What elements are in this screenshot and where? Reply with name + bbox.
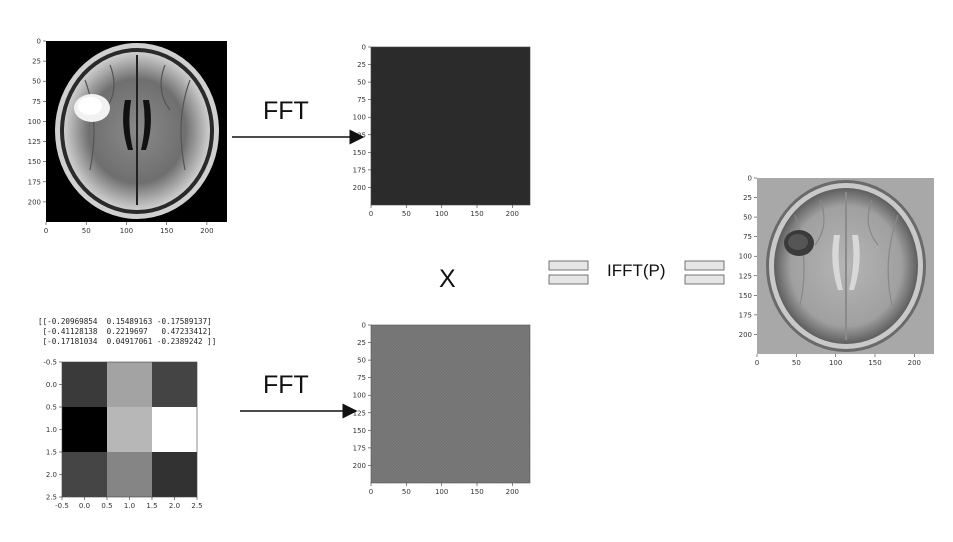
y-tick-label: 175 [28, 178, 41, 186]
x-tick-label: 2.0 [169, 502, 180, 510]
x-tick-label: 0 [755, 359, 759, 367]
x-tick-label: 50 [82, 227, 91, 235]
kernel-cell [62, 407, 107, 452]
y-tick-label: 50 [357, 357, 366, 365]
fft-kernel-panel [370, 324, 531, 484]
x-tick-label: 100 [435, 488, 448, 496]
fft-kernel-axes: 0 50 100 150 200 0 25 50 75 100 125 150 175 200 [353, 322, 519, 497]
x-tick-label: 150 [868, 359, 881, 367]
y-tick-label: 175 [739, 311, 752, 319]
y-tick-label: 200 [739, 331, 752, 339]
fft-top-label: FFT [263, 97, 309, 125]
y-tick-label: 150 [28, 158, 41, 166]
y-tick-label: 150 [353, 427, 366, 435]
kernel-cell [152, 362, 197, 407]
y-tick-label: 2.0 [46, 471, 57, 479]
x-tick-label: 200 [506, 488, 519, 496]
y-tick-label: 0 [362, 322, 366, 330]
x-tick-label: 200 [200, 227, 213, 235]
y-tick-label: 75 [32, 98, 41, 106]
kernel-cell [107, 407, 152, 452]
x-tick-label: 50 [402, 488, 411, 496]
y-tick-label: 75 [357, 374, 366, 382]
x-tick-label: 0.5 [101, 502, 112, 510]
y-tick-label: 150 [739, 292, 752, 300]
y-tick-label: 25 [32, 58, 41, 66]
y-tick-label: 0 [37, 38, 41, 46]
y-tick-label: 25 [357, 339, 366, 347]
x-tick-label: 200 [506, 210, 519, 218]
x-tick-label: 0 [44, 227, 48, 235]
y-tick-label: 200 [28, 198, 41, 206]
y-tick-label: 125 [353, 131, 366, 139]
fft-image-panel [370, 46, 531, 206]
y-tick-label: 75 [743, 233, 752, 241]
y-tick-label: 2.5 [46, 494, 57, 502]
y-tick-label: 1.5 [46, 449, 57, 457]
y-tick-label: 100 [28, 118, 41, 126]
x-tick-label: 0.0 [79, 502, 90, 510]
y-tick-label: 125 [28, 138, 41, 146]
y-tick-label: 100 [353, 392, 366, 400]
brain-output-image [757, 178, 934, 354]
y-tick-label: 0.0 [46, 381, 57, 389]
kernel-cell [107, 362, 152, 407]
kernel-cell [62, 452, 107, 497]
y-tick-label: 125 [739, 272, 752, 280]
multiply-label: X [439, 265, 456, 293]
x-tick-label: 200 [908, 359, 921, 367]
x-tick-label: 50 [792, 359, 801, 367]
x-tick-label: 50 [402, 210, 411, 218]
y-tick-label: 50 [32, 78, 41, 86]
y-tick-label: 175 [353, 166, 366, 174]
kernel-cell [107, 452, 152, 497]
x-tick-label: 100 [829, 359, 842, 367]
y-tick-label: 0 [748, 175, 752, 183]
y-tick-label: 100 [353, 114, 366, 122]
kernel-cell [62, 362, 107, 407]
y-tick-label: -0.5 [43, 359, 57, 367]
y-tick-label: 25 [743, 194, 752, 202]
y-tick-label: 50 [357, 79, 366, 87]
y-tick-label: 50 [743, 214, 752, 222]
kernel-cell [152, 407, 197, 452]
x-tick-label: 100 [435, 210, 448, 218]
y-tick-label: 0 [362, 44, 366, 52]
y-tick-label: 75 [357, 96, 366, 104]
x-tick-label: 100 [120, 227, 133, 235]
y-tick-label: 0.5 [46, 404, 57, 412]
matrix-row-1: [[-0.20969854 0.15489163 -0.17589137] [38, 317, 212, 326]
x-tick-label: 2.5 [191, 502, 202, 510]
y-tick-label: 200 [353, 184, 366, 192]
x-tick-label: 150 [470, 488, 483, 496]
equals-sign-left [548, 260, 589, 285]
x-tick-label: 0 [369, 488, 373, 496]
y-tick-label: 150 [353, 149, 366, 157]
x-tick-label: 150 [160, 227, 173, 235]
x-tick-label: 150 [470, 210, 483, 218]
y-tick-label: 200 [353, 462, 366, 470]
brain-input-axes: 0 50 100 150 200 0 25 50 75 100 125 150 175 200 [28, 38, 214, 236]
x-tick-label: 0 [369, 210, 373, 218]
x-tick-label: -0.5 [55, 502, 69, 510]
y-tick-label: 100 [739, 253, 752, 261]
x-tick-label: 1.5 [146, 502, 157, 510]
y-tick-label: 25 [357, 61, 366, 69]
y-tick-label: 175 [353, 444, 366, 452]
ifft-label: IFFT(P) [607, 261, 666, 280]
brain-input-image [46, 41, 227, 222]
kernel-cell [152, 452, 197, 497]
kernel-heatmap [61, 361, 198, 498]
y-tick-label: 1.0 [46, 426, 57, 434]
matrix-row-3: [-0.17181034 0.04917061 -0.2389242 ]] [38, 337, 216, 346]
fft-bottom-label: FFT [263, 371, 309, 399]
x-tick-label: 1.0 [124, 502, 135, 510]
equals-sign-right [684, 260, 725, 285]
matrix-row-2: [-0.41128138 0.2219697 0.47233412] [38, 327, 212, 336]
brain-output-axes: 0 50 100 150 200 0 25 50 75 100 125 150 175 200 [739, 175, 921, 368]
y-tick-label: 125 [353, 409, 366, 417]
